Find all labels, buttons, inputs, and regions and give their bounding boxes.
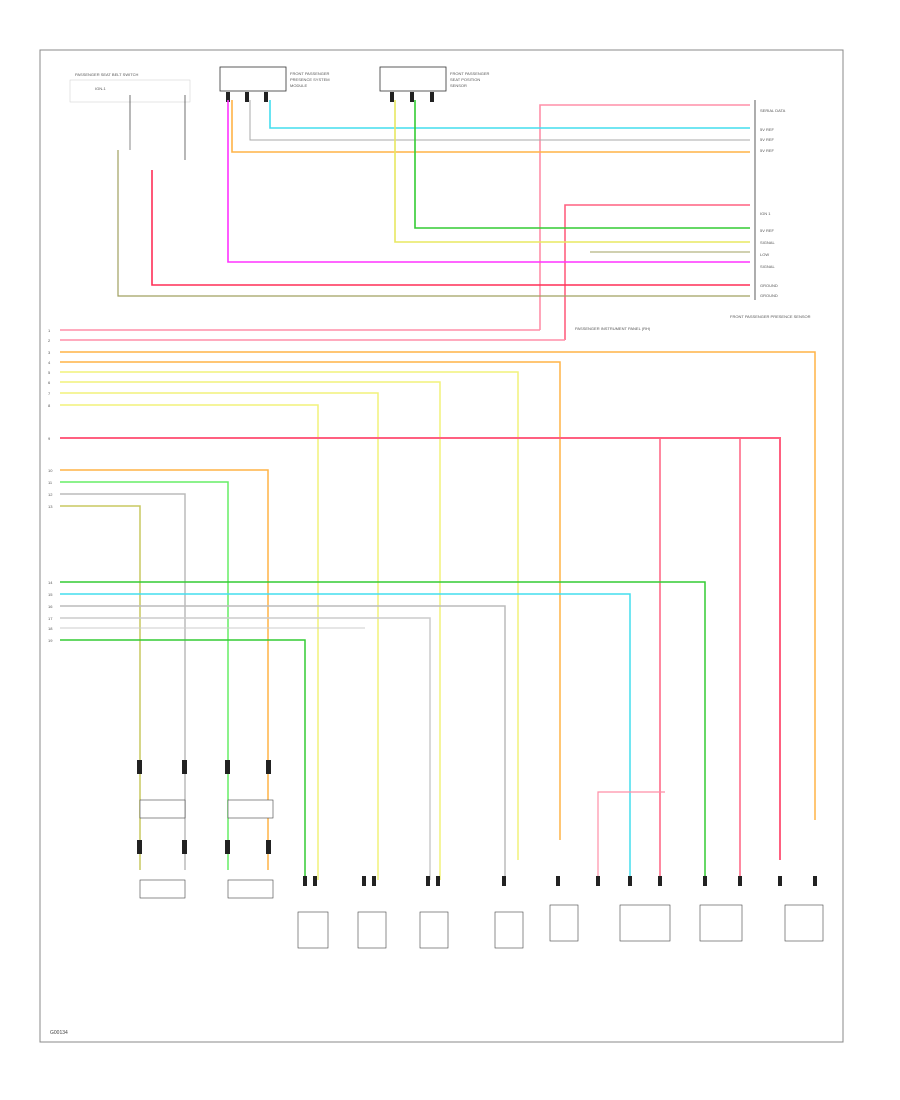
svg-text:5: 5 xyxy=(48,370,51,375)
svg-text:SENSOR: SENSOR xyxy=(450,83,467,88)
svg-text:SEAT POSITION: SEAT POSITION xyxy=(450,77,480,82)
section-label-sensor: FRONT PASSENGER PRESENCE SENSOR xyxy=(730,314,811,319)
left-group-wires xyxy=(60,469,269,870)
svg-text:IGN 1: IGN 1 xyxy=(760,211,771,216)
svg-text:GROUND: GROUND xyxy=(760,283,778,288)
diagram-frame xyxy=(39,49,844,1043)
svg-text:15: 15 xyxy=(48,592,53,597)
svg-text:5V REF: 5V REF xyxy=(760,127,775,132)
svg-text:13: 13 xyxy=(48,504,53,509)
svg-text:GROUND: GROUND xyxy=(760,293,778,298)
svg-text:FRONT PASSENGER: FRONT PASSENGER xyxy=(450,71,490,76)
svg-text:4: 4 xyxy=(48,360,51,365)
svg-text:PASSENGER SEAT BELT SWITCH: PASSENGER SEAT BELT SWITCH xyxy=(75,72,139,77)
bottom-components xyxy=(137,760,824,949)
svg-text:LOW: LOW xyxy=(760,252,769,257)
top-left-switch: PASSENGER SEAT BELT SWITCH IGN-1 xyxy=(69,72,191,160)
svg-text:5V REF: 5V REF xyxy=(760,228,775,233)
top-wires xyxy=(117,100,750,340)
lower-group-wires xyxy=(60,581,706,880)
svg-text:5V REF: 5V REF xyxy=(760,137,775,142)
svg-text:14: 14 xyxy=(48,580,53,585)
module-connector-pins: SERIAL DATA 5V REF 5V REF 5V REF IGN 1 5… xyxy=(754,100,786,300)
svg-text:1: 1 xyxy=(48,328,51,333)
svg-text:9: 9 xyxy=(48,436,51,441)
svg-text:3: 3 xyxy=(48,350,51,355)
svg-text:SIGNAL: SIGNAL xyxy=(760,240,775,245)
svg-text:IGN-1: IGN-1 xyxy=(95,86,106,91)
svg-text:5V REF: 5V REF xyxy=(760,148,775,153)
svg-text:10: 10 xyxy=(48,468,53,473)
svg-text:PRESENCE SYSTEM: PRESENCE SYSTEM xyxy=(290,77,330,82)
svg-text:7: 7 xyxy=(48,391,51,396)
figure-code: G00134 xyxy=(50,1030,68,1036)
svg-text:11: 11 xyxy=(48,480,53,485)
mid-bus-wires xyxy=(60,329,816,880)
svg-text:SIGNAL: SIGNAL xyxy=(760,264,775,269)
svg-text:2: 2 xyxy=(48,338,51,343)
section-label-panel: PASSENGER INSTRUMENT PANEL (RH) xyxy=(575,326,651,331)
svg-text:17: 17 xyxy=(48,616,53,621)
svg-text:SERIAL DATA: SERIAL DATA xyxy=(760,108,786,113)
svg-text:8: 8 xyxy=(48,403,51,408)
svg-text:FRONT PASSENGER: FRONT PASSENGER xyxy=(290,71,330,76)
svg-text:16: 16 xyxy=(48,604,53,609)
svg-text:6: 6 xyxy=(48,380,51,385)
svg-text:12: 12 xyxy=(48,492,53,497)
occupant-sensor-module-2: FRONT PASSENGER SEAT POSITION SENSOR xyxy=(379,66,490,102)
svg-text:MODULE: MODULE xyxy=(290,83,307,88)
svg-text:19: 19 xyxy=(48,638,53,643)
svg-text:18: 18 xyxy=(48,626,53,631)
occupant-sensor-module-1: FRONT PASSENGER PRESENCE SYSTEM MODULE xyxy=(219,66,330,102)
